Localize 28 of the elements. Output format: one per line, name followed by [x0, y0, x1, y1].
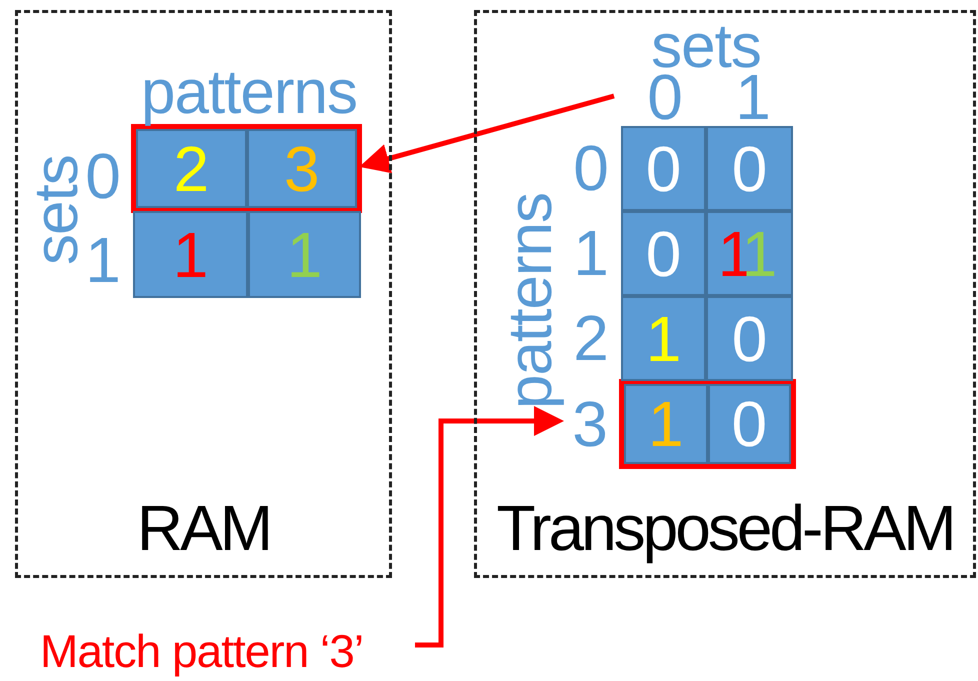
axis-title: patterns [140, 61, 358, 125]
row-label: 3 [567, 383, 613, 465]
cell-value: 1 [172, 222, 208, 286]
cell-value: 0 [732, 306, 768, 370]
cell-value: 0 [646, 136, 682, 200]
panel-frame [474, 10, 976, 578]
panel-title: Transposed-RAM [495, 491, 955, 565]
cell-value: 1 [648, 392, 684, 456]
cell-value: 2 [173, 136, 210, 200]
cell-value: 0 [732, 136, 768, 200]
highlight-frame [131, 124, 362, 213]
row-label: 1 [572, 218, 610, 288]
cell-value: 1 [286, 222, 322, 286]
cell-value: 1 [646, 306, 682, 370]
row-label: 2 [572, 303, 610, 373]
row-label: 0 [84, 141, 122, 211]
cell-value: 0 [731, 392, 768, 456]
panel-frame [15, 10, 392, 578]
callout-text: Match pattern ‘3’ [40, 622, 410, 680]
arrow [415, 406, 564, 648]
panel-title: RAM [136, 491, 272, 565]
cell-value: 0 [646, 222, 682, 286]
highlight-frame [619, 379, 796, 469]
row-label: 0 [572, 133, 610, 203]
arrow [359, 94, 615, 174]
row-label: 1 [84, 225, 122, 295]
cell-value: 3 [284, 136, 320, 200]
axis-title: sets [29, 155, 85, 265]
